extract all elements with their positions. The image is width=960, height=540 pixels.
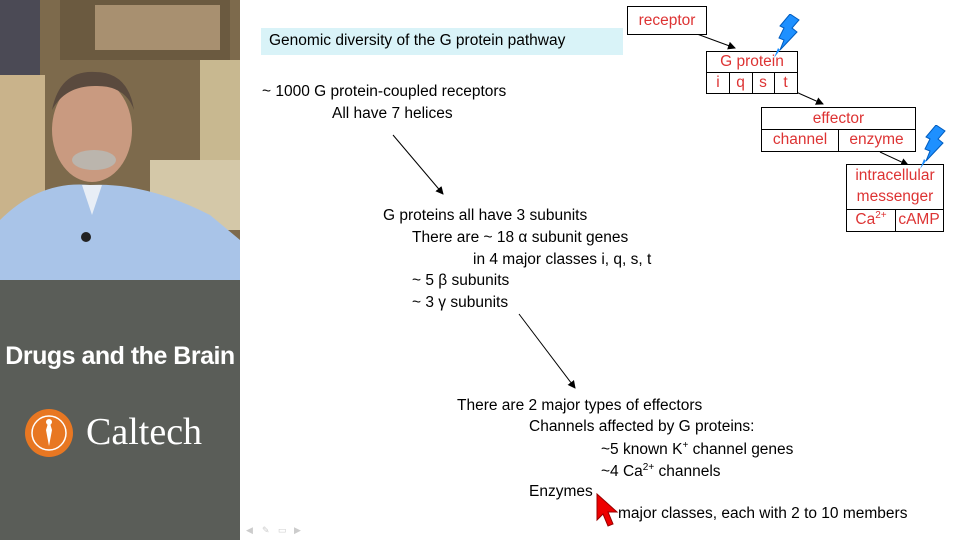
enzymes-line: Enzymes	[529, 483, 593, 500]
channels-line: Channels affected by G proteins:	[529, 418, 755, 435]
g-protein-label: G protein	[720, 53, 784, 70]
caltech-seal-icon	[25, 409, 73, 457]
alpha-symbol: α	[518, 229, 528, 246]
presenter-video-frame	[0, 0, 240, 280]
alpha-subunits-line: There are ~ 18 α subunit genes	[412, 229, 629, 246]
arrow-receptor-to-gprotein	[696, 33, 736, 50]
g-class-q: q	[736, 74, 745, 91]
messenger-label-2: messenger	[856, 188, 934, 205]
slide-title: Genomic diversity of the G protein pathw…	[269, 32, 566, 49]
major-classes-line: in 4 major classes i, q, s, t	[473, 251, 652, 268]
g-class-t: t	[783, 74, 788, 91]
effector-enzyme: enzyme	[849, 131, 904, 148]
helices-line: All have 7 helices	[332, 105, 453, 122]
arrow-receptors-to-gproteins	[392, 134, 444, 195]
messenger-box: intracellular messenger Ca2+ cAMP	[846, 164, 944, 232]
receptor-box: receptor	[627, 6, 707, 35]
g-proteins-line: G proteins all have 3 subunits	[383, 207, 588, 224]
pointer-cursor-icon	[596, 492, 619, 527]
arrow-gprotein-to-effector	[795, 91, 824, 105]
flow-arrows	[392, 33, 909, 389]
g-class-i: i	[716, 74, 720, 91]
receptor-label: receptor	[638, 12, 696, 29]
messenger-ca: Ca2+	[855, 210, 887, 229]
arrow-effector-to-messenger	[879, 151, 909, 166]
gamma-subunits-line: ~ 3 γ subunits	[412, 294, 509, 311]
menu-icon[interactable]: ▭	[278, 525, 287, 535]
next-slide-icon[interactable]: ▶	[294, 525, 301, 535]
institution-name: Caltech	[86, 411, 203, 453]
effector-box: effector channel enzyme	[761, 107, 916, 152]
messenger-camp: cAMP	[898, 211, 940, 228]
slide-title-box: Genomic diversity of the G protein pathw…	[261, 28, 623, 55]
prev-slide-icon[interactable]: ◀	[246, 525, 253, 535]
k-channels-line: ~5 known K+ channel genes	[601, 440, 794, 459]
gamma-symbol: γ	[438, 294, 447, 311]
lightning-icon	[920, 125, 946, 169]
beta-subunits-line: ~ 5 β subunits	[412, 272, 510, 289]
effectors-line: There are 2 major types of effectors	[457, 397, 703, 414]
messenger-label-1: intracellular	[855, 167, 935, 184]
enzyme-classes-line: major classes, each with 2 to 10 members	[618, 505, 908, 522]
arrow-gproteins-to-effectors	[518, 313, 576, 389]
g-class-s: s	[759, 74, 767, 91]
lightning-icon	[774, 14, 800, 58]
beta-symbol: β	[438, 272, 448, 289]
presenter-video	[0, 0, 240, 280]
effector-label: effector	[812, 110, 865, 127]
course-title: Drugs and the Brain	[5, 342, 235, 370]
receptors-line: ~ 1000 G protein-coupled receptors	[262, 83, 507, 100]
ca-channels-line: ~4 Ca2+ channels	[601, 462, 721, 481]
effector-channel: channel	[772, 131, 828, 148]
pen-icon[interactable]: ✎	[262, 525, 270, 535]
slide: Genomic diversity of the G protein pathw…	[240, 0, 960, 540]
course-branding: Drugs and the Brain Caltech	[0, 280, 240, 540]
g-protein-box: G protein i q s t	[706, 51, 798, 94]
